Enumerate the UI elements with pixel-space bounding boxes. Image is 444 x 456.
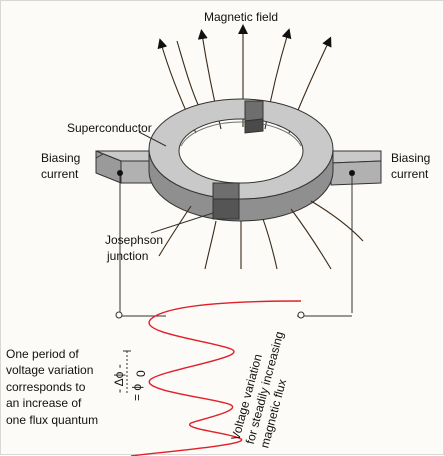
josephson-junction-back xyxy=(244,100,264,122)
voltage-variation-label: Voltage variation for steadily increasin… xyxy=(228,330,289,450)
josephson-junction-label-1: Josephson xyxy=(105,233,163,247)
ring-inner-wall xyxy=(180,121,302,147)
period-label-5: one flux quantum xyxy=(6,413,98,427)
superconductor-pointer xyxy=(138,131,167,147)
field-line-low-6 xyxy=(310,200,364,242)
field-line-low-2 xyxy=(204,220,217,270)
field-line-6 xyxy=(176,40,202,112)
josephson-junction-front-side xyxy=(212,198,240,220)
left-contact-dot xyxy=(117,170,123,176)
delta-phi-label: - Δϕ - xyxy=(112,364,126,393)
period-label-4: an increase of xyxy=(6,396,82,410)
period-label-1: One period of xyxy=(6,347,79,361)
biasing-current-left-label-2: current xyxy=(41,167,79,181)
josephson-junction-front xyxy=(212,182,240,200)
superconductor-ring xyxy=(95,98,382,222)
biasing-current-right-label-1: Biasing xyxy=(391,151,430,165)
phi-zero-label: = ϕ 0 xyxy=(130,370,148,401)
pointer-lines xyxy=(95,131,214,234)
josephson-junction-label-2: junction xyxy=(106,249,148,263)
field-lines-lower xyxy=(158,200,364,270)
field-line-low-4 xyxy=(262,218,278,270)
ring-top xyxy=(148,98,334,200)
phi-zero-text: = ϕ xyxy=(130,384,144,401)
superconductor-label: Superconductor xyxy=(67,121,152,135)
delta-phi-indicator xyxy=(123,350,131,393)
lead-wires xyxy=(115,176,353,319)
right-lead-side xyxy=(330,160,382,186)
biasing-left-pointer xyxy=(95,153,104,159)
period-label-3: corresponds to xyxy=(6,380,86,394)
phi-zero-subscript: 0 xyxy=(134,370,148,377)
right-contact-dot xyxy=(349,170,355,176)
field-line-low-1 xyxy=(158,205,192,257)
magnetic-field-label: Magnetic field xyxy=(204,10,278,24)
biasing-current-right-label-2: current xyxy=(391,167,429,181)
field-line-low-5 xyxy=(290,208,332,270)
josephson-junction-back-side xyxy=(244,118,264,134)
voltage-wave xyxy=(130,300,302,456)
junction-pointer xyxy=(150,212,214,234)
period-label-2: voltage variation xyxy=(6,363,93,377)
biasing-current-left-label-1: Biasing xyxy=(41,151,80,165)
